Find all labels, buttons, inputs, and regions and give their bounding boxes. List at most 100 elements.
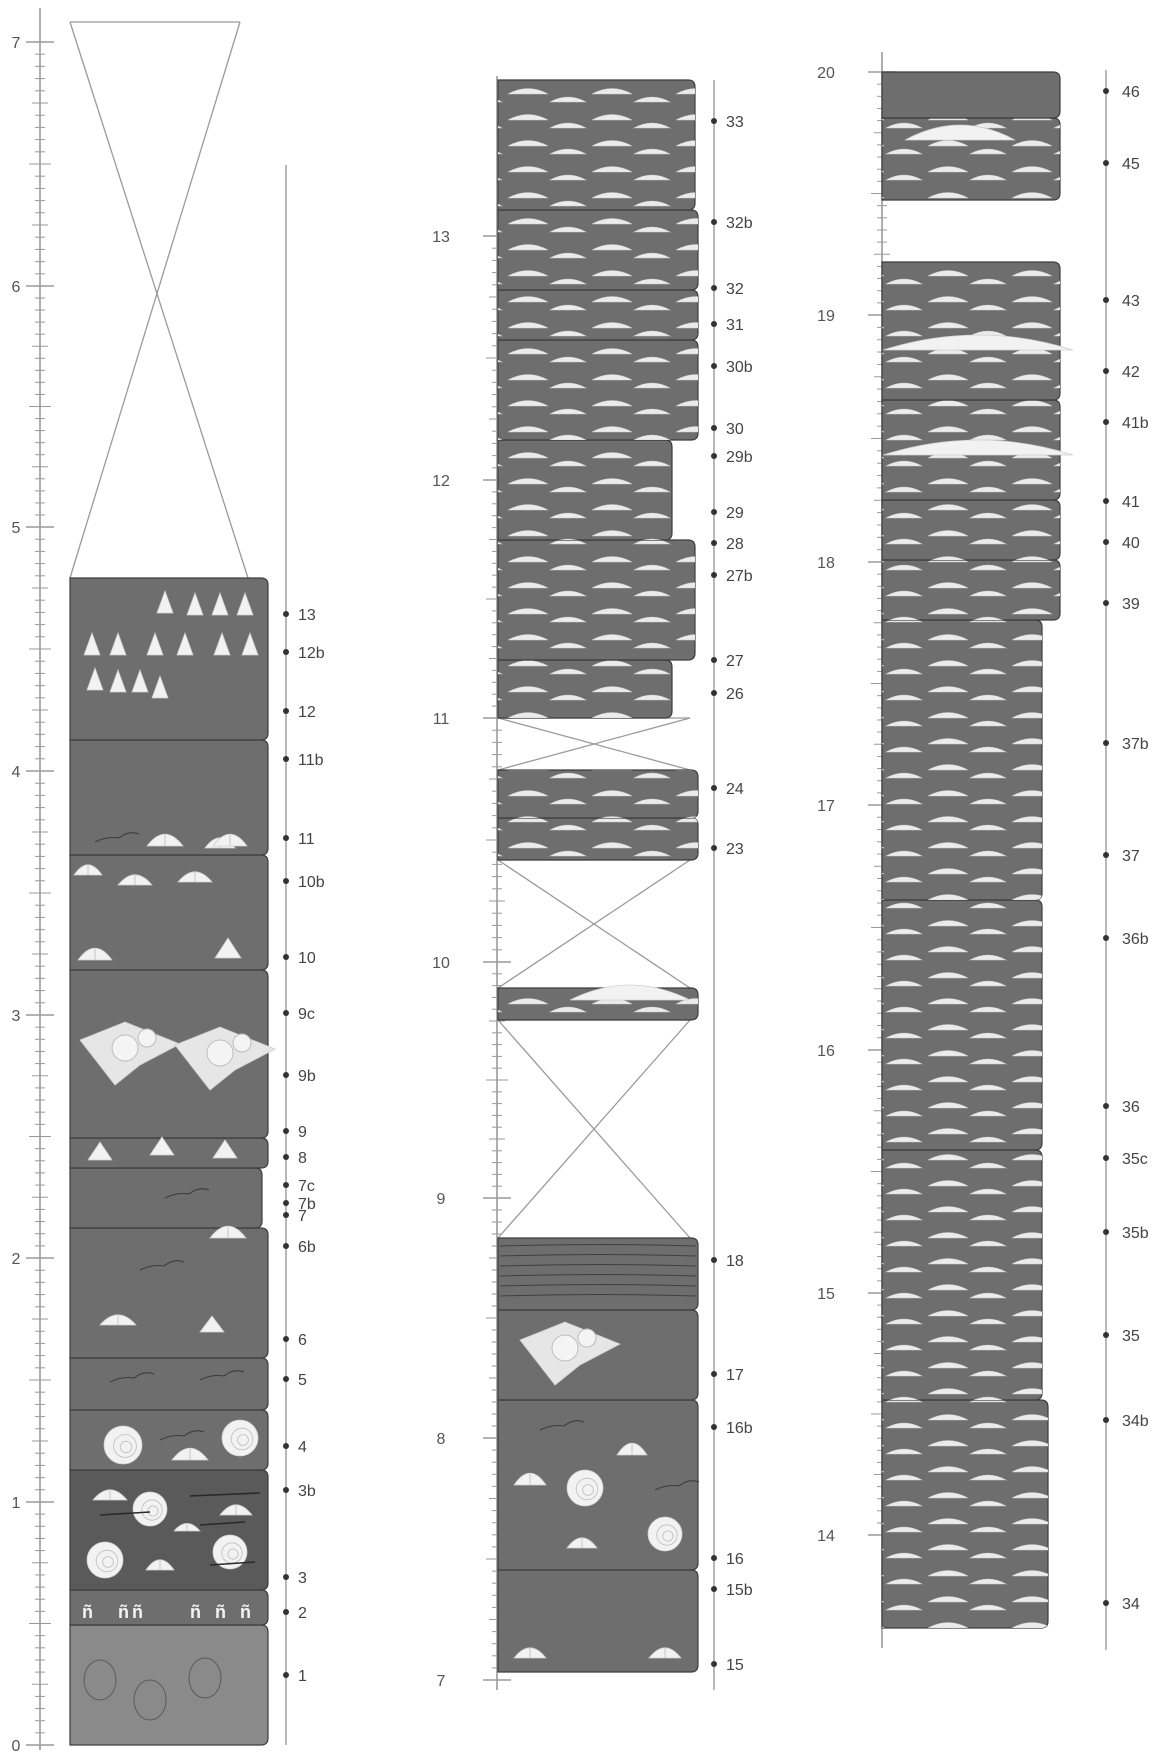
sample-dot [1103, 1155, 1109, 1161]
cone-symbol [86, 666, 104, 691]
large-dome-lens [882, 334, 1074, 351]
covered-interval [497, 717, 691, 771]
cone-shape [151, 674, 169, 699]
bed-body [69, 1227, 269, 1359]
bed-c46 [881, 71, 1061, 119]
depth-scale-label: 18 [817, 555, 835, 572]
covered-interval [497, 1019, 691, 1239]
depth-scale-label: 5 [12, 520, 21, 537]
sample-label: 30b [726, 359, 753, 376]
cover-diagonal [497, 1019, 691, 1239]
sample-label: 12 [298, 704, 316, 721]
sample-column-b: 1515b1616b17182324262727b282929b3030b313… [711, 80, 753, 1690]
spiral-core [662, 1530, 674, 1542]
cone-symbol [236, 591, 254, 616]
sample-dot [1103, 1229, 1109, 1235]
sample-dot [711, 285, 717, 291]
cone-symbol [131, 668, 149, 693]
sample-dot [283, 1212, 289, 1218]
dome-symbol [212, 833, 248, 847]
cone-shape [86, 666, 104, 691]
cone-symbol [109, 668, 127, 693]
sample-label: 4 [298, 1439, 307, 1456]
sample-dot [1103, 1417, 1109, 1423]
sample-label: 15b [726, 1582, 753, 1599]
depth-scale-label: 9 [437, 1191, 446, 1208]
coral-calyx [577, 1328, 597, 1348]
sample-dot [1103, 160, 1109, 166]
bed-b33 [497, 79, 696, 211]
cone-symbol [211, 591, 229, 616]
sample-dot [1103, 368, 1109, 374]
coral-calyx [551, 1334, 579, 1362]
cone-shape [211, 591, 229, 616]
coral-calyx [206, 1039, 234, 1067]
sample-label: 3 [298, 1570, 307, 1587]
bed-b29 [497, 439, 673, 541]
column-glyph: ñ [82, 1602, 93, 1622]
cone-shape [212, 1139, 238, 1159]
bed-b27 [497, 539, 696, 661]
spiral-inner [141, 1499, 163, 1521]
cone-shape [214, 937, 242, 959]
sample-dot [711, 219, 717, 225]
bed-c40 [881, 499, 1061, 561]
sample-dot [1103, 297, 1109, 303]
dome-symbol [209, 1225, 247, 1239]
sample-label: 17 [726, 1367, 744, 1384]
burrow-trace [139, 1260, 185, 1271]
bed-c37 [881, 619, 1043, 901]
sample-label: 26 [726, 686, 744, 703]
dark-streak [189, 1492, 261, 1497]
dark-streak [199, 1521, 246, 1526]
sample-dot [283, 1574, 289, 1580]
spiral-core [237, 1434, 249, 1446]
bed-a12 [69, 577, 269, 741]
sample-dot [283, 1200, 289, 1206]
sample-label: 7 [298, 1208, 307, 1225]
sample-dot [283, 1128, 289, 1134]
lamination-line [499, 1294, 697, 1297]
bed-lens-fill [498, 210, 698, 290]
coral-calyx [232, 1033, 252, 1053]
bed-lens-fill [498, 818, 698, 860]
cover-diagonal [69, 21, 249, 579]
bed-b31 [497, 289, 699, 341]
spiral-core [102, 1556, 114, 1568]
depth-scale-label: 7 [12, 35, 21, 52]
sample-label: 28 [726, 536, 744, 553]
sample-label: 2 [298, 1605, 307, 1622]
bed-lens-fill [882, 262, 1060, 400]
lamination-line [499, 1284, 697, 1287]
depth-scale-label: 3 [12, 1008, 21, 1025]
sample-label: 40 [1122, 535, 1140, 552]
sample-dot [283, 1243, 289, 1249]
coral-symbol [174, 1026, 276, 1091]
sample-label: 34b [1122, 1413, 1149, 1430]
sample-markers: 1233b4566b77b7c899b9c1010b1111b1212b1315… [283, 70, 1149, 1745]
bed-body [69, 739, 269, 856]
cone-shape [83, 631, 101, 656]
burrow-trace [654, 1480, 700, 1491]
bed-a2 [69, 1589, 269, 1626]
large-dome-lens [904, 124, 1016, 141]
cone-symbol [156, 589, 174, 614]
sample-dot [283, 611, 289, 617]
burrow-trace [94, 832, 140, 843]
sample-dot [1103, 1103, 1109, 1109]
sample-label: 8 [298, 1150, 307, 1167]
depth-scale-label: 0 [12, 1738, 21, 1755]
sample-label: 37b [1122, 736, 1149, 753]
sample-dot [711, 453, 717, 459]
dome-symbol [648, 1647, 682, 1659]
depth-scale-label: 20 [817, 65, 835, 82]
sample-dot [283, 708, 289, 714]
cone-symbol [213, 631, 231, 656]
spiral-core [119, 1440, 133, 1454]
sample-label: 43 [1122, 293, 1140, 310]
sample-dot [283, 878, 289, 884]
sample-label: 15 [726, 1657, 744, 1674]
bed-body [497, 1237, 699, 1311]
